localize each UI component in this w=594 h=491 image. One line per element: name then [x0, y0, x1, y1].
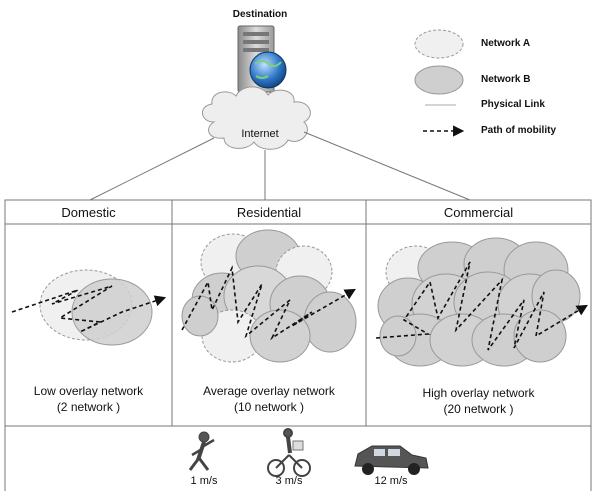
domestic-caption-line2: (2 network )	[56, 400, 121, 414]
internet-label: Internet	[241, 128, 279, 140]
residential-caption-line2: (10 network )	[233, 400, 305, 414]
legend-network-a-swatch	[414, 29, 464, 59]
domestic-networks	[11, 269, 167, 346]
legend	[414, 29, 465, 137]
domestic-mobility-path	[11, 285, 167, 333]
speed-label-walk: 1 m/s	[190, 475, 218, 487]
residential-networks	[181, 229, 357, 363]
physical-links	[89, 131, 471, 201]
commercial-networks	[375, 237, 588, 367]
speed-label-bike: 3 m/s	[275, 475, 303, 487]
panel-header-residential: Residential	[236, 205, 302, 220]
domestic-caption-line1: Low overlay network	[33, 384, 144, 398]
legend-physical-link-label: Physical Link	[481, 99, 545, 110]
panel-header-commercial: Commercial	[443, 205, 514, 220]
commercial-caption-line1: High overlay network	[422, 386, 535, 400]
commercial-mobility-path	[375, 261, 588, 351]
legend-path-label: Path of mobility	[481, 125, 556, 136]
destination-server-icon	[237, 25, 287, 93]
legend-network-b-swatch	[414, 65, 464, 95]
residential-mobility-path	[181, 265, 356, 341]
legend-network-a-label: Network A	[481, 38, 531, 49]
car-icon	[354, 445, 429, 475]
panel-header-domestic: Domestic	[61, 205, 116, 220]
internet-cloud-icon	[202, 86, 311, 150]
destination-label: Destination	[232, 9, 288, 20]
speed-label-car: 12 m/s	[374, 475, 408, 487]
walking-person-icon	[188, 431, 215, 471]
panel-frame	[4, 199, 592, 491]
legend-network-b-label: Network B	[481, 74, 531, 85]
cyclist-icon	[267, 428, 311, 477]
commercial-caption-line2: (20 network )	[443, 402, 514, 416]
residential-caption-line1: Average overlay network	[203, 384, 335, 398]
